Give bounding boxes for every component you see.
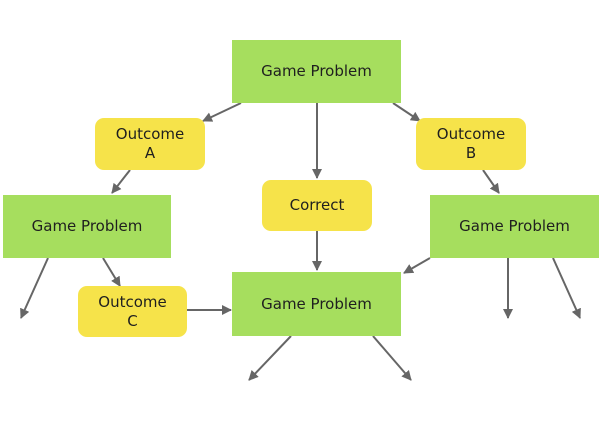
game-problem-top-label: Game Problem	[261, 62, 372, 80]
game-problem-right-label: Game Problem	[459, 217, 570, 235]
game-problem-left: Game Problem	[3, 195, 171, 258]
outcome-c: Outcome C	[78, 286, 187, 337]
outcome-b: Outcome B	[416, 118, 526, 170]
arrow-top-to-outcome-b	[392, 102, 421, 122]
arrow-center-down-right	[372, 335, 412, 381]
arrow-problem-left-to-outcome-c	[102, 257, 121, 287]
correct-label: Correct	[289, 196, 345, 214]
arrow-outcome-a-to-problem-left	[111, 169, 131, 194]
outcome-c-line1: Outcome	[98, 292, 167, 311]
arrow-right-down-2	[552, 257, 581, 319]
game-problem-left-label: Game Problem	[31, 217, 143, 235]
arrow-left-offscreen	[20, 257, 49, 319]
outcome-a-line2: A	[144, 144, 156, 162]
outcome-b-line1: Outcome	[436, 125, 506, 143]
game-problem-center: Game Problem	[232, 272, 401, 336]
outcome-a: Outcome A	[95, 118, 205, 170]
arrow-top-to-outcome-a	[202, 102, 242, 122]
arrow-center-down-left	[248, 335, 292, 381]
game-problem-right: Game Problem	[430, 195, 599, 258]
outcome-c-line2: C	[127, 311, 138, 330]
game-problem-top: Game Problem	[232, 40, 401, 103]
correct: Correct	[262, 180, 372, 231]
arrow-outcome-b-to-problem-right	[482, 169, 500, 194]
outcome-a-line1: Outcome	[115, 125, 185, 143]
outcome-b-line2: B	[465, 144, 477, 162]
arrow-problem-right-to-center	[403, 257, 431, 274]
game-problem-center-label: Game Problem	[261, 294, 372, 313]
